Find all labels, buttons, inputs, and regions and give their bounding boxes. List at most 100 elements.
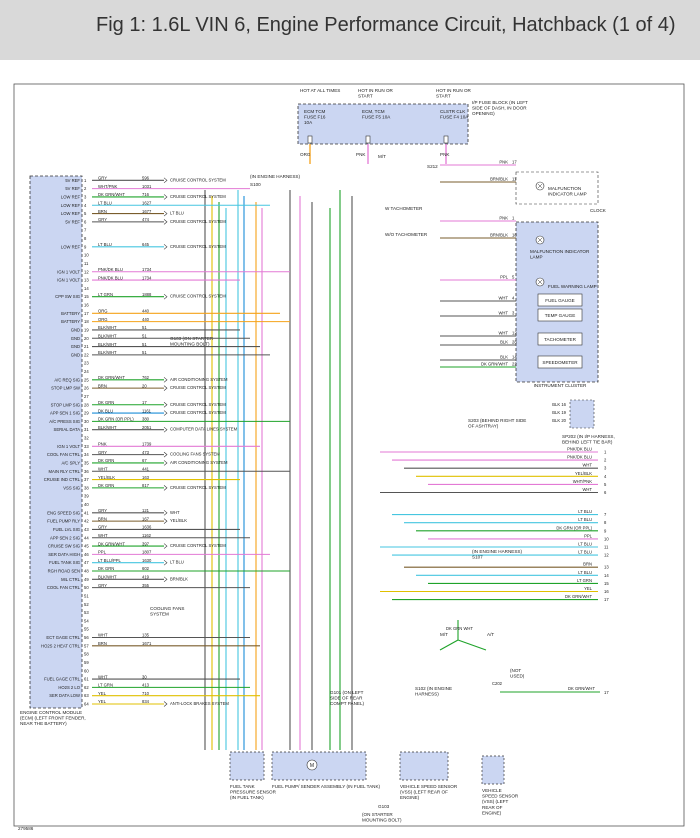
ecm-wire-destination: LT BLU [170, 211, 184, 216]
ecm-wire-circuit: 596 [142, 176, 150, 181]
motor-m-label: M [310, 763, 314, 769]
ecm-pin-name: GND [71, 352, 80, 357]
arrow-icon [163, 244, 168, 250]
ecm-pin-name: LOW REF [61, 211, 81, 216]
wire-label-mt: M/T [378, 154, 386, 159]
ecm-pin-number: 30 [84, 419, 89, 424]
right-connector-number: 9 [604, 528, 607, 533]
ecm-pin-number: 9 [84, 244, 87, 249]
right-connector-wire-color: PPL [584, 533, 593, 538]
ecm-wire-circuit: 17 [142, 400, 147, 405]
wire-label-dkgrn-wht: DK GRN WHT [446, 626, 473, 631]
ecm-wire-color: PNK/DK BLU [98, 267, 123, 272]
label-tach-wo-line: W/O TACHOMETER [385, 232, 428, 237]
ecm-wire-color: GRY [98, 583, 107, 588]
ecm-wire-circuit: 440 [142, 317, 150, 322]
ecm-wire-circuit: 20 [142, 383, 147, 388]
right-connector-wire-color: LT BLU [578, 517, 592, 522]
ecm-wire-destination: CRUISE CONTROL SYSTEM [170, 410, 226, 415]
ecm-wire-circuit: 1807 [142, 550, 152, 555]
ecm-wire-circuit: 380 [142, 417, 150, 422]
ecm-wire-destination: YEL/BLK [170, 518, 187, 523]
label-cooling-fans-line: SYSTEM [150, 612, 169, 617]
ecm-label-line: ENGINE CONTROL MODULE [20, 710, 82, 715]
ecm-pin-name: FUEL TANK SIG [49, 560, 80, 565]
ecm-wire-color: PNK/DK BLU [98, 275, 123, 280]
fuse-symbol [443, 135, 449, 144]
ecm-pin-number: 60 [84, 668, 89, 673]
label-instrument-cluster: INSTRUMENT CLUSTER [534, 383, 587, 388]
fuse-block-label-line: SIDE OF DASH, IN DOOR [472, 106, 527, 111]
ecm-label: ENGINE CONTROL MODULE(ECM) (LEFT FRONT F… [20, 710, 86, 726]
ecm-pin-number: 50 [84, 585, 89, 590]
ecm-pin-name: CRUISE IND CTRL [44, 477, 81, 482]
arrow-icon [163, 377, 168, 383]
ecm-pin-number: 62 [84, 685, 89, 690]
cluster-pin-number: 18 [512, 233, 517, 238]
ecm-wire-destination: ANTI-LOCK BRAKES SYSTEM [170, 701, 229, 706]
vehicle-speed-sensor-2-label-line: (VSS) (LEFT [482, 799, 508, 804]
ecm-pin-name: LOW REF [61, 244, 81, 249]
splice-s100: S100 [250, 182, 261, 187]
right-connector-number: 8 [604, 520, 607, 525]
ecm-wire-circuit: 167 [142, 516, 150, 521]
ecm-wire-circuit: 602 [142, 566, 150, 571]
fuel-pump-sender-label-line: FUEL PUMP/ SENDER ASSEMBLY (IN FUEL TANK… [272, 784, 381, 789]
ecm-wire-circuit: 67 [142, 458, 147, 463]
ecm-wire-color: BRN [98, 383, 107, 388]
ecm-pin-number: 28 [84, 402, 89, 407]
ecm-wire-circuit: 355 [142, 583, 150, 588]
ecm-pin-number: 5 [84, 211, 87, 216]
ecm-wire-destination: LT BLU [170, 560, 184, 565]
label-mil-line: LAMP [530, 255, 543, 260]
ecm-pin-number: 52 [84, 602, 89, 607]
arrow-icon [163, 518, 168, 524]
ecm-pin-number: 21 [84, 344, 89, 349]
cluster-wire-color: BLK [500, 355, 508, 360]
right-connector-wire-color: DK GRN/WHT [565, 594, 592, 599]
fuse-block-label-line: I/P FUSE BLOCK (IN LEFT [472, 100, 528, 105]
right-connector-wire-color: WHT/PNK [573, 479, 593, 484]
label-sp202-line: SP202 (IN I/P HARNESS, [562, 434, 615, 439]
vehicle-speed-sensor-2-label-line: ENGINE) [482, 810, 502, 815]
fuse-label-line: FUSE F4 10A [440, 115, 469, 120]
cluster-wire-color: WHT [498, 311, 508, 316]
ecm-pin-name: STOP LMP SW [51, 386, 80, 391]
ecm-wire-circuit: 51 [142, 333, 147, 338]
ground-g103-bottom: G103 [378, 804, 390, 809]
cluster-pin-number: 1 [512, 216, 515, 221]
ecm-pin-name: MAIN RLY CTRL [49, 469, 81, 474]
ecm-pin-number: 49 [84, 577, 89, 582]
right-connector-wire-color: DK GRN (OR PPL) [556, 525, 592, 530]
arrow-icon [163, 460, 168, 466]
ecm-wire-color: PPL [98, 550, 107, 555]
fuse-label-line: FUSE F16 [304, 115, 326, 120]
ecm-pin-number: 8 [84, 236, 87, 241]
cluster-pin-number: 17 [512, 160, 517, 165]
right-connector-wire-color: LT BLU [578, 509, 592, 514]
ecm-pin-number: 22 [84, 352, 89, 357]
ecm-wire-destination: CRUISE CONTROL SYSTEM [170, 543, 226, 548]
ecm-pin-number: 48 [84, 569, 89, 574]
ecm-wire-color: BLK/WHT [98, 575, 117, 580]
ecm-pin-name: STOP LMP SIG [51, 402, 80, 407]
ecm-wire-color: BRN [98, 641, 107, 646]
ecm-wire-color: LT BLU [98, 242, 112, 247]
mil-lamp-clock [535, 181, 545, 191]
ecm-wire-circuit: 834 [142, 699, 150, 704]
label-mil-line: MALFUNCTION INDICATOR [530, 249, 590, 254]
ecm-wire-destination: CRUISE CONTROL SYSTEM [170, 219, 226, 224]
label-mt: M/T [440, 632, 448, 637]
fuse-label-line: 10A [304, 120, 313, 125]
ecm-wire-circuit: 1161 [142, 408, 152, 413]
ecm-pin-number: 37 [84, 477, 89, 482]
label-s107-line: S107 [472, 555, 483, 560]
right-connector-wire-color: LT BLU [578, 570, 592, 575]
ecm-wire-circuit: 121 [142, 508, 150, 513]
